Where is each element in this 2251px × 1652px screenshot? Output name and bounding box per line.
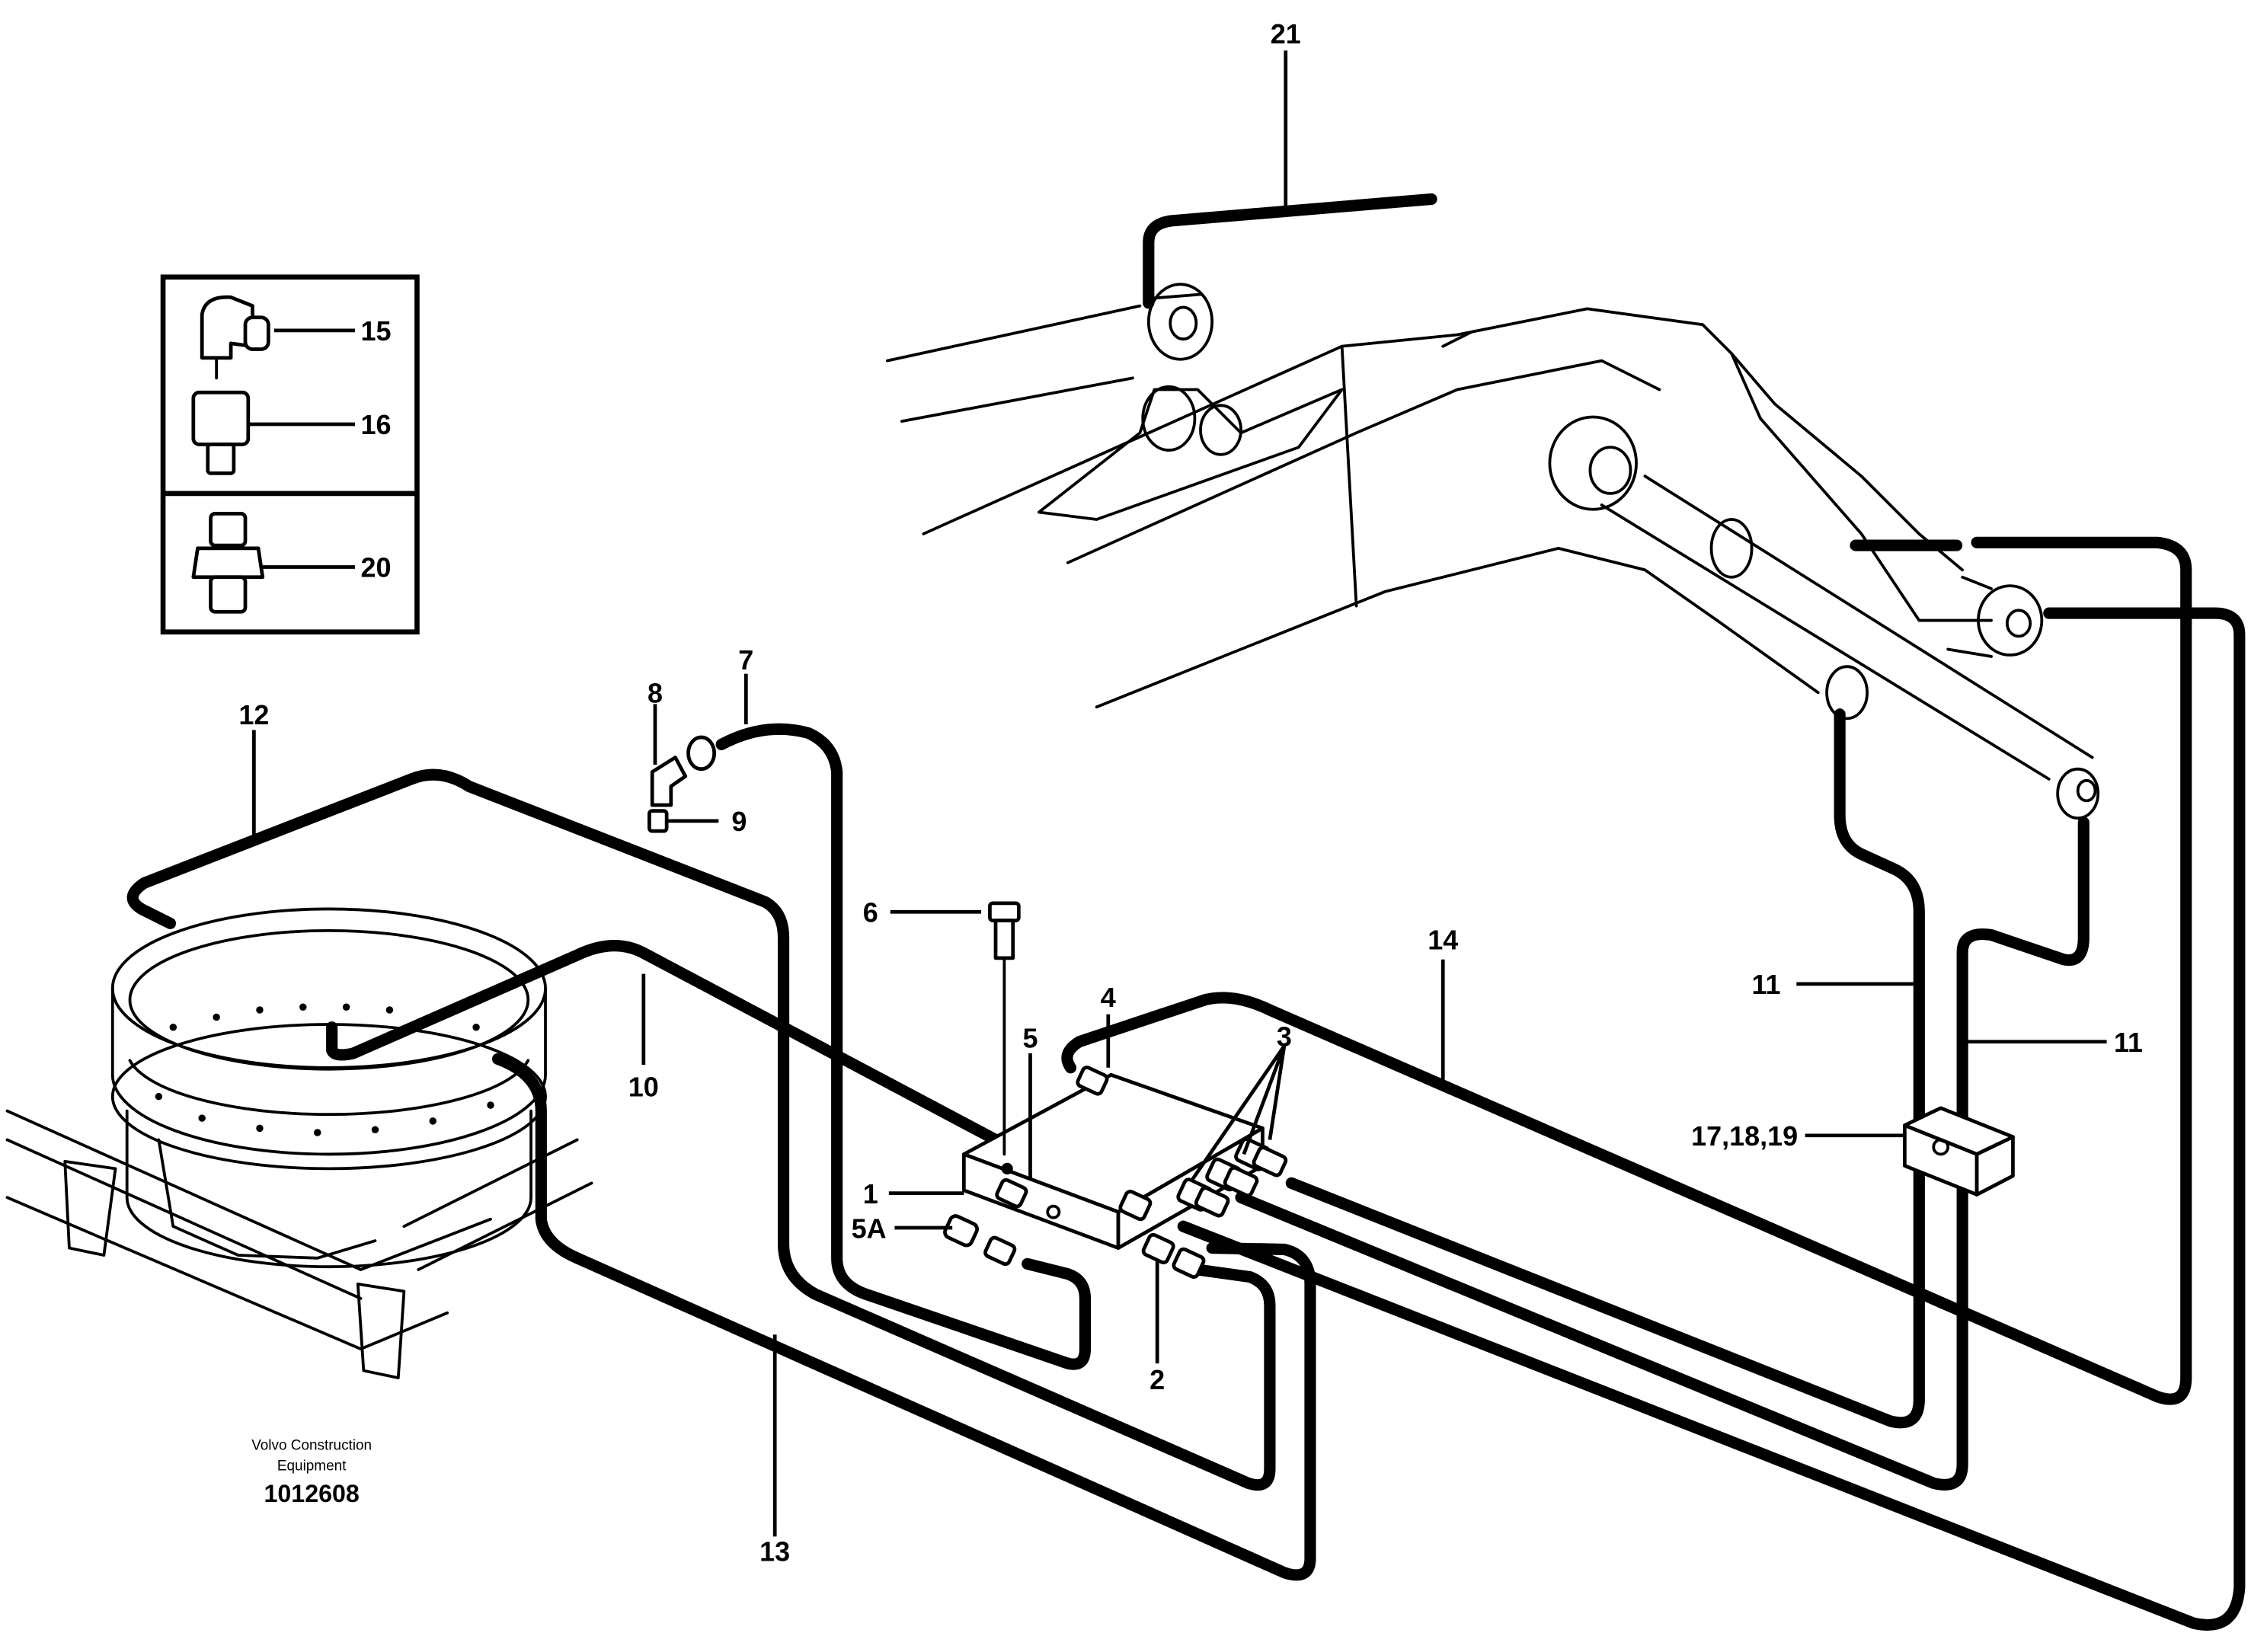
callout-9: 9 bbox=[731, 806, 747, 837]
caption-line-2: Equipment bbox=[277, 1458, 347, 1474]
callout-6: 6 bbox=[863, 896, 878, 928]
callout-11-upper: 11 bbox=[1752, 969, 1781, 1000]
slewing-ring-drawing bbox=[5, 907, 593, 1379]
callout-3: 3 bbox=[1277, 1021, 1292, 1052]
callout-1: 1 bbox=[863, 1178, 878, 1209]
leader-lines bbox=[248, 50, 2107, 1537]
callout-13: 13 bbox=[759, 1536, 790, 1567]
callout-12: 12 bbox=[238, 699, 269, 730]
callout-2: 2 bbox=[1149, 1364, 1165, 1395]
callout-11-lower: 11 bbox=[2114, 1027, 2143, 1058]
caption-line-1: Volvo Construction bbox=[251, 1438, 372, 1454]
callout-16: 16 bbox=[361, 409, 392, 440]
callout-7: 7 bbox=[738, 644, 753, 676]
callout-21: 21 bbox=[1271, 18, 1301, 50]
callout-8: 8 bbox=[647, 678, 663, 709]
callout-15: 15 bbox=[361, 315, 392, 347]
callout-5: 5 bbox=[1022, 1022, 1038, 1053]
callout-4: 4 bbox=[1101, 982, 1116, 1013]
callout-5a: 5A bbox=[852, 1213, 887, 1244]
callout-10: 10 bbox=[628, 1072, 659, 1103]
fittings bbox=[647, 735, 2015, 1279]
boom-drawing bbox=[886, 283, 2100, 820]
callout-17-18-19: 17,18,19 bbox=[1691, 1120, 1798, 1152]
hose-lines bbox=[126, 193, 2246, 1631]
inset-box bbox=[160, 274, 420, 635]
callout-14: 14 bbox=[1428, 924, 1458, 955]
callout-20: 20 bbox=[361, 552, 392, 583]
bolt-holes bbox=[155, 1003, 494, 1136]
figure-number: 1012608 bbox=[264, 1480, 359, 1507]
